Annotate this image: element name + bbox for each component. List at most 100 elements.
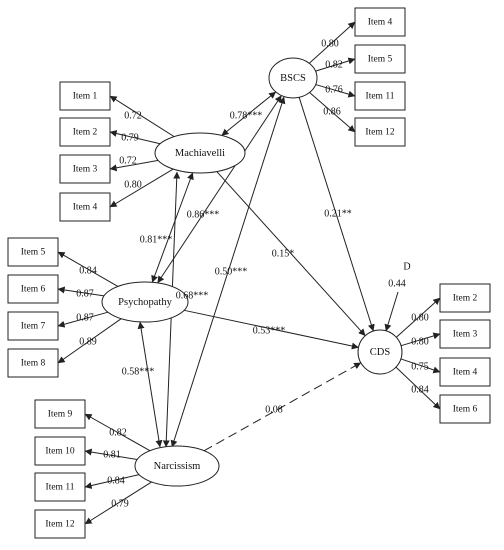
- coef-psych-bscs: 0.86***: [187, 209, 220, 220]
- indicator-box-narc-3: [34, 472, 86, 502]
- path-connections: [57, 21, 441, 525]
- indicator-label-cds-4: Item 6: [453, 405, 478, 415]
- latent-label-bscs: BSCS: [280, 73, 306, 84]
- indicator-box-cds-1: [439, 283, 491, 313]
- coef-mach-cds: 0.15*: [272, 248, 295, 259]
- indicator-box-mach-4: [59, 192, 111, 222]
- loading-value-cds-4: 0.84: [411, 384, 429, 395]
- indicator-label-psych-4: Item 8: [21, 359, 46, 369]
- loading-value-mach-4: 0.80: [124, 179, 142, 190]
- loading-value-cds-3: 0.75: [411, 361, 429, 372]
- latent-cds: [357, 329, 403, 375]
- loading-arrow-psych-3: [57, 311, 109, 328]
- indicator-label-bscs-2: Item 5: [368, 55, 393, 65]
- loading-value-bscs-3: 0.76: [325, 84, 343, 95]
- indicator-label-mach-3: Item 3: [73, 165, 98, 175]
- cov-narc-bscs: [170, 96, 286, 448]
- indicator-label-mach-4: Item 4: [73, 203, 98, 213]
- coef-psych-narc: 0.58***: [122, 366, 155, 377]
- loading-value-cds-2: 0.80: [411, 336, 429, 347]
- cov-mach-psych: [151, 172, 194, 283]
- loading-arrow-psych-4: [57, 318, 122, 364]
- disturbance-label: D: [403, 261, 410, 272]
- loading-value-narc-2: 0.81: [103, 449, 121, 460]
- loading-value-mach-1: 0.72: [124, 110, 142, 121]
- path-narc-cds: [203, 362, 362, 452]
- indicator-label-psych-1: Item 5: [21, 248, 46, 258]
- indicator-box-psych-2: [7, 274, 59, 304]
- coef-mach-psych: 0.81***: [140, 234, 173, 245]
- coef-bscs-cds: 0.21**: [324, 208, 352, 219]
- loading-value-cds-1: 0.80: [411, 312, 429, 323]
- indicator-label-psych-3: Item 7: [21, 322, 46, 332]
- loading-arrow-psych-1: [57, 251, 119, 287]
- indicator-label-mach-2: Item 2: [73, 128, 98, 138]
- indicator-box-psych-1: [7, 237, 59, 267]
- indicator-label-psych-2: Item 6: [21, 285, 46, 295]
- loading-arrow-bscs-3: [315, 84, 356, 98]
- indicator-label-bscs-3: Item 11: [366, 92, 395, 102]
- loading-arrow-bscs-1: [308, 21, 356, 64]
- latent-label-psych: Psychopathy: [118, 297, 172, 308]
- loading-arrow-cds-1: [396, 297, 441, 338]
- indicator-box-mach-3: [59, 154, 111, 184]
- indicator-label-narc-3: Item 11: [46, 483, 75, 493]
- loading-arrow-mach-1: [109, 95, 175, 138]
- latent-mach: [154, 132, 246, 174]
- loading-arrow-bscs-4: [309, 92, 356, 133]
- path-mach-cds: [216, 171, 366, 337]
- latent-psych: [101, 281, 189, 323]
- cov-psych-narc: [137, 321, 163, 448]
- indicator-box-narc-1: [34, 399, 86, 429]
- latent-bscs: [268, 57, 318, 99]
- indicator-box-psych-4: [7, 348, 59, 378]
- loading-arrow-narc-4: [84, 481, 152, 525]
- indicator-label-cds-3: Item 4: [453, 368, 478, 378]
- loading-arrow-mach-2: [109, 130, 161, 145]
- loading-arrow-cds-4: [395, 366, 441, 410]
- loading-arrow-bscs-2: [315, 57, 356, 72]
- loading-value-bscs-1: 0.80: [321, 38, 339, 49]
- coef-narc-cds: 0.08: [265, 404, 283, 415]
- coef-mach-bscs: 0.78***: [230, 110, 263, 121]
- loading-value-psych-4: 0.89: [79, 336, 97, 347]
- indicator-label-bscs-4: Item 12: [365, 128, 395, 138]
- indicator-box-cds-4: [439, 394, 491, 424]
- loading-value-psych-2: 0.87: [76, 288, 94, 299]
- loading-value-mach-2: 0.79: [121, 132, 139, 143]
- disturbance-arrow: [384, 291, 399, 332]
- coefficient-labels: 0.720.790.720.800.840.870.870.890.820.81…: [76, 38, 429, 509]
- loading-value-narc-3: 0.84: [107, 475, 125, 486]
- indicator-label-narc-1: Item 9: [48, 410, 73, 420]
- diagram-nodes: Item 1 Item 2 Item 3 Item 4 Item 5 Item 6 Item…: [7, 7, 491, 539]
- loading-value-narc-1: 0.82: [109, 427, 127, 438]
- path-bscs-cds: [298, 97, 375, 332]
- indicator-box-cds-2: [439, 319, 491, 349]
- indicator-label-narc-2: Item 10: [45, 447, 75, 457]
- indicator-box-cds-3: [439, 357, 491, 387]
- indicator-box-bscs-4: [354, 117, 406, 147]
- indicator-label-cds-1: Item 2: [453, 294, 478, 304]
- coef-mach-narc: 0.68***: [176, 290, 209, 301]
- indicator-label-bscs-1: Item 4: [368, 18, 393, 28]
- latent-narc: [134, 445, 220, 487]
- latent-label-narc: Narcissism: [154, 461, 201, 472]
- indicator-box-mach-1: [59, 81, 111, 111]
- loading-value-psych-3: 0.87: [76, 312, 94, 323]
- loading-arrow-cds-2: [400, 332, 441, 347]
- indicator-box-bscs-2: [354, 44, 406, 74]
- indicator-label-cds-2: Item 3: [453, 330, 478, 340]
- loading-value-bscs-2: 0.82: [325, 59, 343, 70]
- loading-value-bscs-4: 0.86: [323, 106, 341, 117]
- loading-arrow-narc-2: [84, 448, 138, 461]
- indicator-box-bscs-3: [354, 81, 406, 111]
- loading-arrow-cds-3: [400, 358, 441, 374]
- loading-arrow-narc-3: [84, 474, 140, 489]
- loading-arrow-mach-3: [109, 159, 159, 172]
- indicator-box-narc-2: [34, 436, 86, 466]
- indicator-label-mach-1: Item 1: [73, 92, 98, 102]
- coef-psych-cds: 0.53***: [253, 325, 286, 336]
- latent-label-mach: Machiavelli: [175, 148, 225, 159]
- indicator-box-bscs-1: [354, 7, 406, 37]
